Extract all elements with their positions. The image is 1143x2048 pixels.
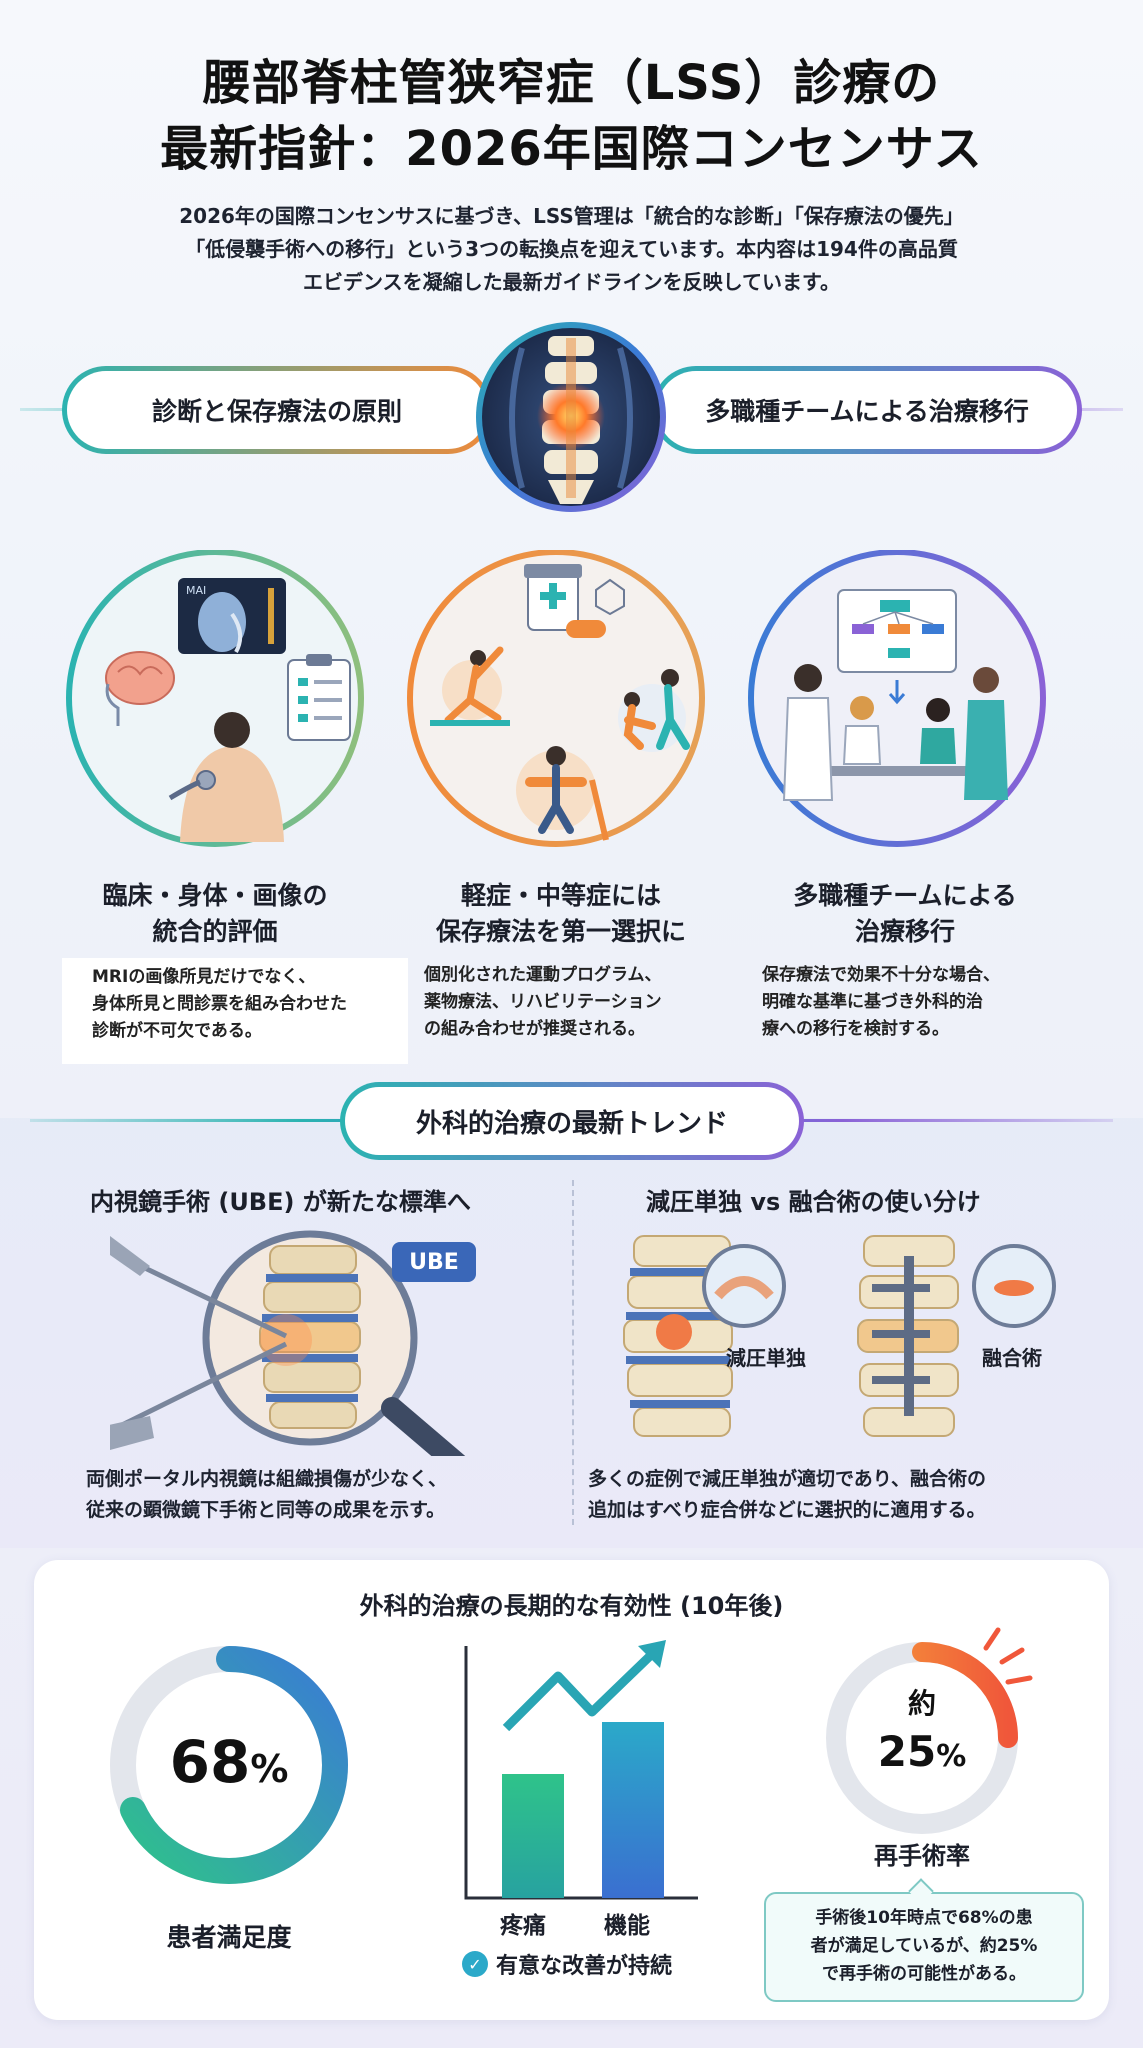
spine-emblem [476,322,666,512]
column2-ring [407,550,705,847]
outcomes-title: 外科的治療の長期的な有効性 (10年後) [359,1592,784,1620]
brain-icon [105,651,175,726]
column2-desc: 個別化された運動プログラム、 薬物療法、リハビリテーション の組み合わせが推奨さ… [424,962,744,1043]
column2-title: 軽症・中等症には 保存療法を第一選択に [386,878,736,950]
column2-desc-line1: 個別化された運動プログラム、 [424,965,662,985]
improvement-note: ✓ 有意な改善が持続 [462,1948,672,1980]
column1-title-line1: 臨床・身体・画像の [102,881,328,910]
fusion-heading: 減圧単独 vs 融合術の使い分け [646,1188,981,1216]
bar-pain [502,1774,564,1898]
satisfaction-value: 68% [104,1728,354,1796]
decompression-spine [623,1235,786,1437]
bar-label-function: 機能 [604,1913,650,1939]
column1-desc-line1: MRIの画像所見だけでなく、 [92,967,316,987]
column3-desc-line2: 明確な基準に基づき外科的治 [762,992,983,1012]
flowchart-screen-icon [837,589,957,705]
reoperation-prefix: 約 [907,1687,936,1720]
ube-badge-label: UBE [409,1249,459,1275]
trend-arrow [502,1652,654,1732]
satisfaction-donut [110,1646,348,1884]
column1-desc-line2: 身体所見と問診票を組み合わせた [92,994,347,1014]
surgery-divider [572,1180,574,1525]
medicine-bottle-icon [524,564,625,638]
ube-caption: 両側ポータル内視鏡は組織損傷が少なく、 従来の顕微鏡下手術と同等の成果を示す。 [86,1464,556,1526]
stretching-person-icon [430,646,510,726]
ube-caption-line1: 両側ポータル内視鏡は組織損傷が少なく、 [86,1468,448,1490]
page-title-line1: 腰部脊柱管狭窄症（LSS）診療の [202,55,941,111]
column3-title-line1: 多職種チームによる [793,881,1017,910]
reoperation-unit: % [936,1739,967,1774]
banner-left-label: 診断と保存療法の原則 [151,397,402,426]
improvement-bars [464,1640,698,1900]
satisfaction-unit: % [250,1747,289,1791]
satisfaction-arc [110,1646,348,1884]
column1-ring [66,550,364,847]
column1-desc-line3: 診断が不可欠である。 [92,1021,262,1041]
medical-team-icon [782,664,1008,801]
outcome-note-line3: で再手術の可能性がある。 [822,1964,1026,1984]
circles-band: MAI [66,550,1046,847]
fusion-caption-line1: 多くの症例で減圧単独が適切であり、融合術の [588,1468,987,1490]
spine-icon [509,336,633,504]
outcome-note-line2: 者が満足しているが、約25% [810,1936,1038,1956]
bar-label-pain: 疼痛 [500,1913,546,1939]
intro-line1: 2026年の国際コンセンサスに基づき、LSS管理は「統合的な診断」「保存療法の優… [179,204,964,228]
fusion-spine [857,1235,1056,1437]
reoperation-label: 再手術率 [874,1842,970,1870]
mri-scan-icon: MAI [178,578,286,654]
ube-heading: 内視鏡手術 (UBE) が新たな標準へ [90,1188,471,1216]
patient-exam-icon [168,712,284,842]
rehab-therapy-icon [618,669,690,752]
ube-badge: UBE [392,1242,476,1282]
surgery-section-pill: 外科的治療の最新トレンド [340,1082,804,1160]
label-fusion: 融合術 [982,1346,1042,1370]
column2-desc-line2: 薬物療法、リハビリテーション [424,992,662,1012]
ube-illustration [110,1230,466,1456]
banner-right-label: 多職種チームによる治療移行 [705,397,1029,426]
surgery-section-title: 外科的治療の最新トレンド [415,1108,728,1139]
intro-line2: 「低侵襲手術への移行」という3つの転換点を迎えています。本内容は194件の高品質 [185,237,958,261]
improvement-note-text: 有意な改善が持続 [496,1954,673,1979]
banner-right-pill: 多職種チームによる治療移行 [652,366,1082,454]
column1-title-line2: 統合的評価 [152,917,278,946]
column3-desc: 保存療法で効果不十分な場合、 明確な基準に基づき外科的治 療への移行を検討する。 [762,962,1092,1043]
ube-caption-line2: 従来の顕微鏡下手術と同等の成果を示す。 [86,1499,446,1521]
reoperation-arc [826,1642,1018,1834]
band-exercise-icon [516,746,609,841]
column3-title: 多職種チームによる 治療移行 [730,878,1080,950]
satisfaction-number: 68 [169,1728,251,1796]
intro-line3: エビデンスを凝縮した最新ガイドラインを反映しています。 [303,270,840,294]
clipboard-icon [287,654,351,741]
banner-left-pill: 診断と保存療法の原則 [62,366,492,454]
label-decompression: 減圧単独 [726,1346,806,1370]
column3-title-line2: 治療移行 [854,917,955,946]
bar-function [602,1722,664,1898]
fusion-caption-line2: 追加はすべり症合併などに選択的に適用する。 [588,1499,986,1521]
check-icon: ✓ [462,1951,488,1977]
intro-text: 2026年の国際コンセンサスに基づき、LSS管理は「統合的な診断」「保存療法の優… [70,200,1073,299]
reoperation-number: 25 [877,1727,937,1776]
column2-desc-line3: の組み合わせが推奨される。 [424,1019,645,1039]
column3-desc-line3: 療への移行を検討する。 [762,1019,949,1039]
column1-desc: MRIの画像所見だけでなく、 身体所見と問診票を組み合わせた 診断が不可欠である… [62,958,408,1064]
outcome-note: 手術後10年時点で68%の患 者が満足しているが、約25% で再手術の可能性があ… [764,1892,1084,2002]
reoperation-value: 約 25% [818,1680,1026,1781]
page-title-line2: 最新指針：2026年国際コンセンサス [160,121,983,177]
column3-desc-line1: 保存療法で効果不十分な場合、 [762,965,1000,985]
page-title: 腰部脊柱管狭窄症（LSS）診療の 最新指針：2026年国際コンセンサス [0,50,1143,182]
fusion-caption: 多くの症例で減圧単独が適切であり、融合術の 追加はすべり症合併などに選択的に適用… [588,1464,1108,1526]
mri-label: MAI [186,584,206,597]
reoperation-gauge [826,1627,1033,1834]
outcome-note-line1: 手術後10年時点で68%の患 [815,1908,1033,1928]
column2-title-line1: 軽症・中等症には [460,881,661,910]
satisfaction-label: 患者満足度 [166,1923,292,1952]
column1-title: 臨床・身体・画像の 統合的評価 [40,878,390,950]
decompression-fusion-illustration [623,1235,1056,1437]
column2-title-line2: 保存療法を第一選択に [435,917,686,946]
